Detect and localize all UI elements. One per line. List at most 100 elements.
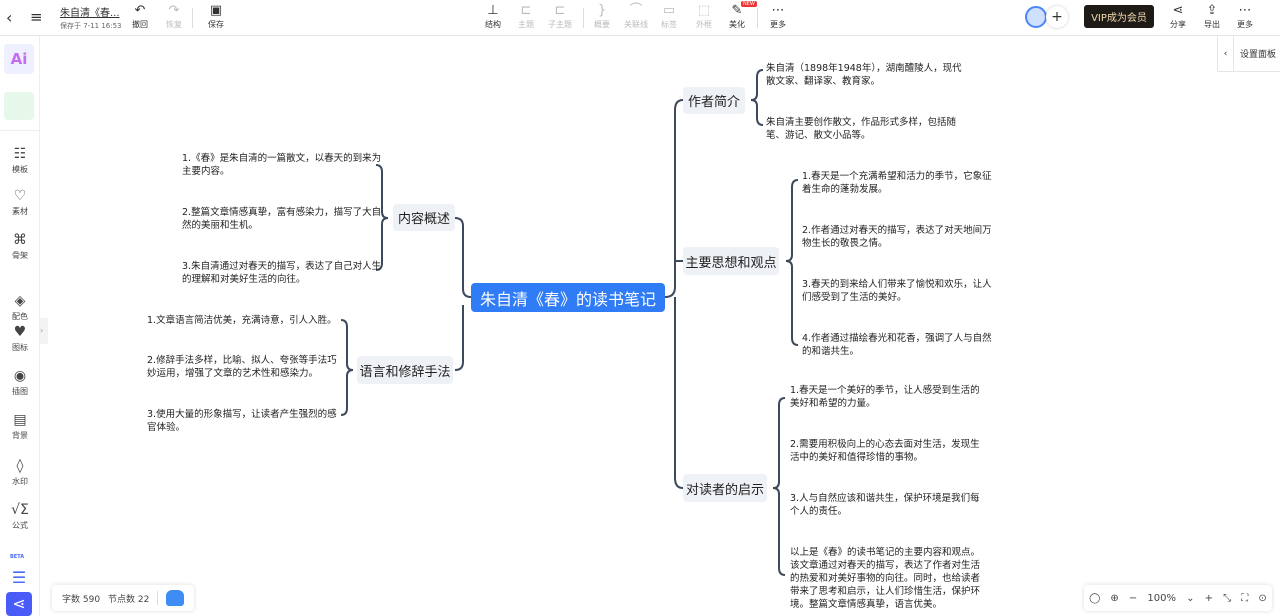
leaf-node[interactable]: 朱自清（1898年1948年），湖南醴陵人，现代散文家、翻译家、教育家。 [766,63,962,87]
redo-icon: ↷ [168,3,180,18]
root-node[interactable]: 朱自清《春》的读书笔记 [471,283,665,312]
subtopic-icon: ⊏ [554,3,566,18]
label-icon: ▭ [662,3,676,18]
frame-icon: ⬚ [697,3,711,18]
heart-icon: ♥ [13,324,27,340]
locate-icon[interactable]: ⊕ [1110,592,1119,604]
assistant-bot-icon[interactable] [166,590,185,606]
sidebar-item-template[interactable]: ☷模板 [12,146,28,174]
more-icon: ⋯ [771,3,785,18]
leaf-node[interactable]: 2.需要用积极向上的心态去面对生活，发现生活中的美好和值得珍惜的事物。 [790,439,980,463]
sidebar-collapse-handle[interactable]: › [40,318,48,344]
branch-node[interactable]: 对读者的启示 [683,474,767,502]
chevron-left-icon[interactable]: ‹ [1218,35,1234,72]
node-count: 节点数 22 [108,594,150,605]
leaf-node[interactable]: 1.《春》是朱自清的一篇散文，以春天的到来为主要内容。 [182,153,382,177]
mindmap-view-icon[interactable]: ⋖ [6,592,32,616]
sidebar-item-illustration[interactable]: ◉插图 [12,368,28,396]
menu-icon[interactable]: ≡ [30,8,43,26]
fullscreen-icon[interactable]: ⛶ [1241,592,1249,604]
leaf-node[interactable]: 3.人与自然应该和谐共生，保护环境是我们每个人的责任。 [790,493,980,517]
vip-button[interactable]: VIP成为会员 [1084,5,1154,28]
branch-node[interactable]: 主要思想和观点 [683,247,779,275]
sidebar-item-skeleton[interactable]: ⌘骨架 [12,232,28,260]
leaf-node[interactable]: 1.春天是一个充满希望和活力的季节，它象征着生命的蓬勃发展。 [802,171,992,195]
leaf-node[interactable]: 2.整篇文章情感真挚，富有感染力，描写了大自然的美丽和生机。 [182,207,382,231]
leaf-node[interactable]: 2.作者通过对春天的描写，表达了对天地间万物生长的敬畏之情。 [802,225,992,249]
skeleton-icon: ⌘ [13,232,27,248]
template-icon: ☷ [13,146,27,162]
more-button[interactable]: ⋯更多 [1237,3,1253,29]
sidebar-item-color[interactable]: ◈配色 [12,293,28,321]
save-icon: ▣ [209,3,223,18]
shapes-icon: ♡ [13,188,27,204]
branch-connector [454,217,472,298]
palette-icon: ◉ [13,368,27,384]
leaf-node[interactable]: 1.文章语言简洁优美，充满诗意，引人入胜。 [147,315,337,326]
doc-title[interactable]: 朱自清《春... [60,8,120,19]
tool-relation[interactable]: ⌒关联线 [624,3,648,29]
tool-more[interactable]: ⋯更多 [770,3,786,29]
zoom-in-button[interactable]: + [1204,592,1214,604]
add-collaborator-icon[interactable]: + [1046,6,1068,28]
new-badge: NEW [741,1,757,7]
topic-icon: ⊏ [520,3,532,18]
more-icon: ⋯ [1238,3,1252,18]
word-count: 字数 590 [62,594,101,605]
fit-screen-icon[interactable]: ⤡ [1223,592,1232,604]
avatar[interactable] [1025,6,1047,28]
more-options-icon[interactable]: ⊙ [1258,592,1267,604]
zoom-controls: ◯ ⊕ − 100% ⌄ + ⤡ ⛶ ⊙ [1084,585,1272,611]
back-icon[interactable]: ‹ [6,8,13,27]
structure-icon: ⊥ [487,3,499,18]
save-status: 保存于 7-11 16:53 [60,22,122,30]
branch-connector [664,99,684,298]
branch-node[interactable]: 作者简介 [683,87,745,114]
chevron-down-icon[interactable]: ⌄ [1186,592,1195,604]
tool-structure[interactable]: ⊥结构 [485,3,501,29]
settings-panel-tab[interactable]: ‹ 设置面板 [1217,35,1280,72]
beta-badge: BETA [10,554,25,560]
share-button[interactable]: ⋖分享 [1170,3,1186,29]
tool-topic[interactable]: ⊏主题 [518,3,534,29]
tool-frame[interactable]: ⬚外框 [696,3,712,29]
share-icon: ⋖ [1172,3,1184,18]
leaf-node[interactable]: 3.使用大量的形象描写，让读者产生强烈的感官体验。 [147,409,337,433]
leaf-brace [772,397,786,576]
outline-mindmap-icon[interactable] [4,92,34,120]
sidebar-item-icon[interactable]: ♥图标 [12,324,28,352]
leaf-node[interactable]: 朱自清主要创作散文，作品形式多样，包括随笔、游记、散文小品等。 [766,117,957,141]
tool-label[interactable]: ▭标签 [661,3,677,29]
mouse-icon[interactable]: ◯ [1089,592,1101,604]
leaf-node[interactable]: 3.春天的到来给人们带来了愉悦和欢乐，让人们感受到了生活的美好。 [802,279,992,303]
sidebar-item-watermark[interactable]: ◊水印 [12,458,28,486]
leaf-node[interactable]: 1.春天是一个美好的季节，让人感受到生活的美好和希望的力量。 [790,385,980,409]
leaf-brace [375,164,389,271]
leaf-node[interactable]: 2.修辞手法多样，比喻、拟人、夸张等手法巧妙运用，增强了文章的艺术性和感染力。 [147,355,337,379]
branch-connector [674,297,684,489]
branch-node[interactable]: 语言和修辞手法 [357,356,453,384]
undo-icon: ↶ [134,3,146,18]
zoom-out-button[interactable]: − [1128,592,1138,604]
tool-summary[interactable]: }概要 [594,3,610,29]
redo-button[interactable]: ↷恢复 [166,3,182,29]
tool-subtopic[interactable]: ⊏子主题 [548,3,572,29]
leaf-node[interactable]: 以上是《春》的读书笔记的主要内容和观点。该文章通过对春天的描写，表达了作者对生活… [790,547,981,610]
outline-view-icon[interactable]: ☰ [6,566,32,590]
save-button[interactable]: ▣保存 [208,3,224,29]
sidebar-item-background[interactable]: ▤背景 [12,412,28,440]
undo-button[interactable]: ↶撤回 [132,3,148,29]
background-icon: ▤ [13,412,27,428]
leaf-node[interactable]: 3.朱自清通过对春天的描写，表达了自己对人生的理解和对美好生活的向往。 [182,261,382,285]
branch-node[interactable]: 内容概述 [393,204,455,231]
ai-button[interactable]: Ai [4,44,34,74]
branch-connector [454,305,464,371]
leaf-node[interactable]: 4.作者通过描绘春光和花香，强调了人与自然的和谐共生。 [802,333,992,357]
export-button[interactable]: ⇪导出 [1204,3,1220,29]
sidebar-item-material[interactable]: ♡素材 [12,188,28,216]
tool-beautify[interactable]: ✎美化 [729,3,745,29]
zoom-level[interactable]: 100% [1147,592,1177,604]
